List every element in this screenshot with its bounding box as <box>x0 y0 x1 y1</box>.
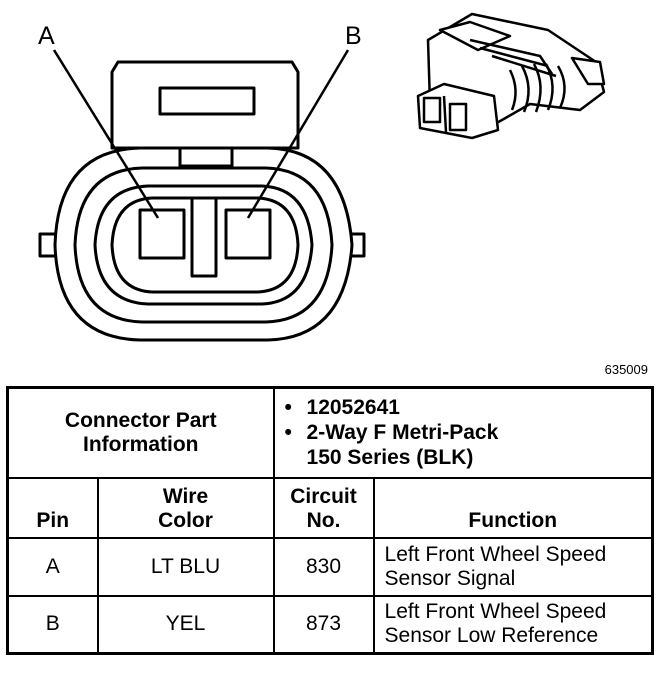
part-info-row: Connector Part Information • 12052641 • 2-… <box>6 386 654 479</box>
header-pin: Pin <box>6 476 99 539</box>
bullet-icon: • <box>284 421 292 445</box>
part-description-line: • 2-Way F Metri-Pack <box>285 420 651 445</box>
function-cell: Left Front Wheel Speed Sensor Low Refere… <box>372 594 654 655</box>
pin-cell: A <box>6 536 99 597</box>
function-cell: Left Front Wheel Speed Sensor Signal <box>372 536 654 597</box>
keying-rib <box>178 146 234 168</box>
bullet-icon: • <box>284 396 292 420</box>
figure-number: 635009 <box>604 362 648 377</box>
wire-color-cell: YEL <box>96 594 275 655</box>
header-function: Function <box>372 476 654 539</box>
pin-cell: B <box>6 594 99 655</box>
part-info-label: Connector Part Information <box>6 386 275 479</box>
terminal-a <box>138 208 186 260</box>
part-info-details: • 12052641 • 2-Way F Metri-Pack 150 Series… <box>272 386 654 479</box>
part-description-2: 150 Series (BLK) <box>306 446 474 470</box>
wire-color-cell: LT BLU <box>96 536 275 597</box>
part-description-1: 2-Way F Metri-Pack <box>306 421 499 445</box>
circuit-cell: 830 <box>272 536 375 597</box>
connector-isometric-sketch <box>416 12 606 140</box>
pin-label-b: B <box>345 22 362 50</box>
table-row: B YEL 873 Left Front Wheel Speed Sensor … <box>6 594 654 655</box>
connector-diagram: A B <box>38 12 606 342</box>
part-number: 12052641 <box>306 396 400 420</box>
latch-window <box>158 86 256 116</box>
leader-line-b <box>246 49 350 219</box>
header-wire-color: Wire Color <box>96 476 275 539</box>
header-circuit-no: Circuit No. <box>272 476 375 539</box>
center-divider <box>190 196 218 278</box>
column-header-row: Pin Wire Color Circuit No. Function <box>6 476 654 539</box>
table-row: A LT BLU 830 Left Front Wheel Speed Sens… <box>6 536 654 597</box>
pin-label-a: A <box>38 22 55 50</box>
circuit-cell: 873 <box>272 594 375 655</box>
connector-info-table: Connector Part Information • 12052641 • 2-… <box>6 386 654 655</box>
leader-line-a <box>52 49 160 219</box>
part-number-line: • 12052641 <box>285 395 651 420</box>
